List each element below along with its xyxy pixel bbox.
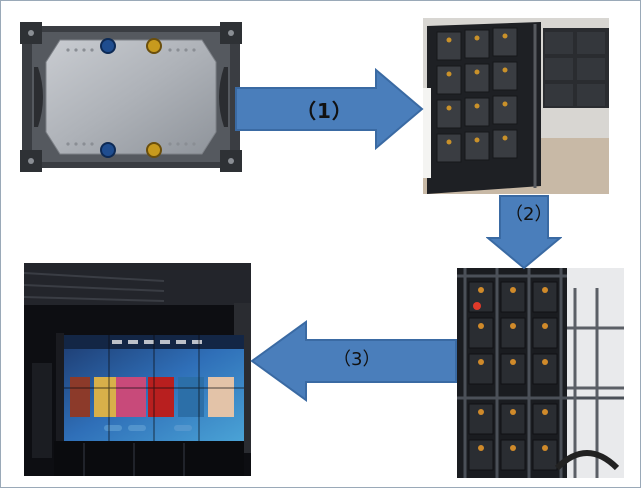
cabinet-rack-illustration-2 bbox=[457, 268, 624, 478]
cabinet-rack-photo-1 bbox=[423, 18, 609, 194]
arrow-step-2 bbox=[486, 195, 562, 270]
step-1-label: （1） bbox=[296, 99, 353, 123]
cabinet-rack-photo-2 bbox=[457, 268, 624, 478]
led-cabinet-illustration bbox=[20, 22, 242, 172]
arrow-step-3 bbox=[250, 320, 457, 402]
video-wall-photo bbox=[24, 263, 251, 476]
video-wall-illustration bbox=[24, 263, 251, 476]
step-3-label: （3） bbox=[333, 349, 381, 370]
led-cabinet-photo bbox=[20, 22, 242, 172]
cabinet-rack-illustration-1 bbox=[423, 18, 609, 194]
arrow-step-1 bbox=[235, 68, 424, 150]
step-2-label: （2） bbox=[505, 204, 553, 225]
